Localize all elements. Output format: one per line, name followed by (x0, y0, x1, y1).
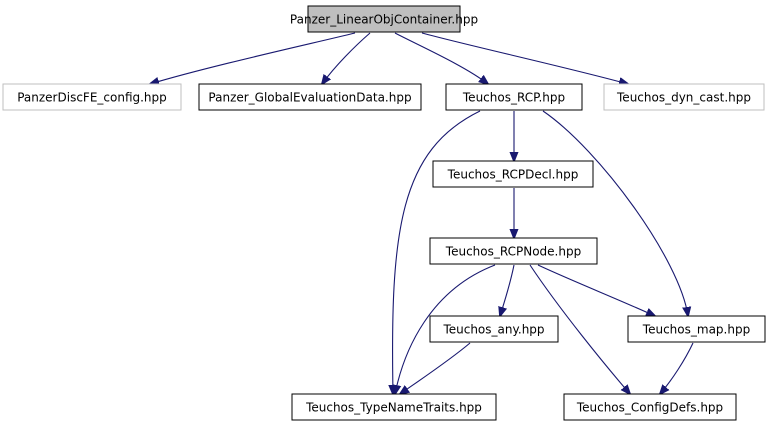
node-box-any[interactable] (429, 315, 559, 343)
node-box-typename[interactable] (291, 393, 497, 421)
node-label-dyncast: Teuchos_dyn_cast.hpp (616, 91, 751, 105)
edge-map-to-configdefs (660, 342, 694, 394)
node-rcp[interactable]: Teuchos_RCP.hpp (445, 83, 583, 111)
node-dyncast[interactable]: Teuchos_dyn_cast.hpp (603, 83, 765, 111)
node-box-root[interactable] (307, 5, 461, 33)
edge-rcpnode-to-typename (395, 264, 496, 394)
edge-rcpnode-to-any (500, 264, 515, 316)
edge-rcpnode-to-map (537, 264, 655, 316)
edges-layer (150, 32, 694, 394)
node-label-globaleval: Panzer_GlobalEvaluationData.hpp (208, 91, 411, 105)
node-label-typename: Teuchos_TypeNameTraits.hpp (305, 401, 482, 415)
node-box-rcpdecl[interactable] (432, 160, 594, 188)
node-box-rcp[interactable] (445, 83, 583, 111)
node-label-rcp: Teuchos_RCP.hpp (462, 91, 565, 105)
node-label-configdefs: Teuchos_ConfigDefs.hpp (576, 401, 723, 415)
edge-rcp-to-typename (393, 110, 481, 394)
edge-root-to-dyncast (421, 32, 628, 84)
edge-root-to-globaleval (322, 32, 371, 84)
node-label-discfe: PanzerDiscFE_config.hpp (17, 91, 167, 105)
node-box-dyncast[interactable] (603, 83, 765, 111)
node-label-root: Panzer_LinearObjContainer.hpp (290, 13, 478, 27)
edge-rcpnode-to-configdefs (529, 264, 630, 394)
node-label-map: Teuchos_map.hpp (642, 323, 750, 337)
node-configdefs[interactable]: Teuchos_ConfigDefs.hpp (563, 393, 737, 421)
node-box-globaleval[interactable] (198, 83, 422, 111)
node-rcpnode[interactable]: Teuchos_RCPNode.hpp (429, 237, 598, 265)
node-globaleval[interactable]: Panzer_GlobalEvaluationData.hpp (198, 83, 422, 111)
node-label-rcpnode: Teuchos_RCPNode.hpp (445, 245, 581, 259)
edge-root-to-rcp (394, 32, 488, 84)
node-box-configdefs[interactable] (563, 393, 737, 421)
node-rcpdecl[interactable]: Teuchos_RCPDecl.hpp (432, 160, 594, 188)
node-root[interactable]: Panzer_LinearObjContainer.hpp (290, 5, 478, 33)
node-label-rcpdecl: Teuchos_RCPDecl.hpp (447, 168, 579, 182)
node-box-rcpnode[interactable] (429, 237, 598, 265)
edge-root-to-discfe (150, 32, 356, 84)
nodes-layer: Panzer_LinearObjContainer.hppPanzerDiscF… (2, 5, 766, 421)
node-box-discfe[interactable] (2, 83, 182, 111)
node-label-any: Teuchos_any.hpp (442, 323, 544, 337)
node-discfe[interactable]: PanzerDiscFE_config.hpp (2, 83, 182, 111)
node-box-map[interactable] (627, 315, 766, 343)
node-any[interactable]: Teuchos_any.hpp (429, 315, 559, 343)
node-typename[interactable]: Teuchos_TypeNameTraits.hpp (291, 393, 497, 421)
node-map[interactable]: Teuchos_map.hpp (627, 315, 766, 343)
edge-any-to-typename (400, 342, 471, 394)
edge-rcp-to-map (542, 110, 688, 316)
